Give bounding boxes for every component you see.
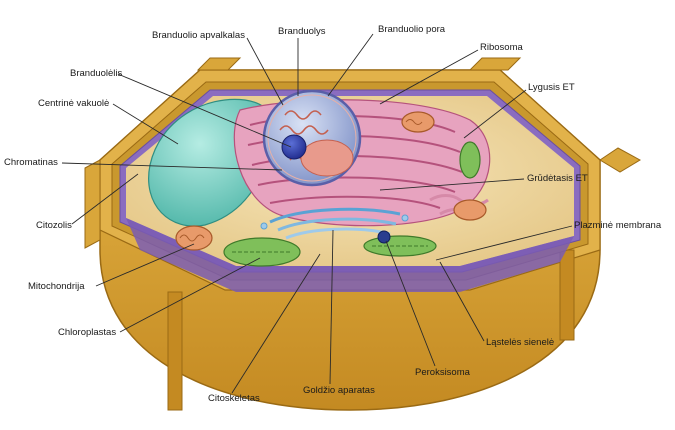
nucleolus xyxy=(281,134,307,160)
nucleus xyxy=(262,89,362,187)
mitochondrion xyxy=(175,111,487,251)
label-nucleolus: Branduolys xyxy=(278,26,326,37)
label-nucleolus-small: Branduolėlis xyxy=(70,68,123,79)
label-cell-wall: Ląstelės sienelė xyxy=(486,337,554,348)
label-nuclear-pore: Branduolio pora xyxy=(378,24,446,35)
label-cytoskeleton: Citoskeletas xyxy=(208,393,260,404)
label-plasma-membrane: Plazminė membrana xyxy=(574,220,662,231)
label-golgi: Goldžio aparatas xyxy=(303,385,375,396)
label-mitochondrion: Mitochondrija xyxy=(28,281,85,292)
label-chromatin: Chromatinas xyxy=(4,157,58,168)
label-nuclear-envelope: Branduolio apvalkalas xyxy=(152,30,245,41)
golgi-apparatus xyxy=(260,207,409,240)
label-smooth-er: Lygusis ET xyxy=(528,82,575,93)
label-chloroplast: Chloroplastas xyxy=(58,327,116,338)
labels: Branduolio apvalkalas Branduolys Branduo… xyxy=(4,24,662,404)
label-central-vacuole: Centrinė vakuolė xyxy=(38,98,109,109)
label-peroxisome: Peroksisoma xyxy=(415,367,471,378)
label-rough-er: Grūdėtasis ET xyxy=(527,173,588,184)
label-ribosome: Ribosoma xyxy=(480,42,523,53)
leader-lines xyxy=(61,33,573,394)
label-cytosol: Citozolis xyxy=(36,220,72,231)
peroxisome xyxy=(377,230,391,244)
